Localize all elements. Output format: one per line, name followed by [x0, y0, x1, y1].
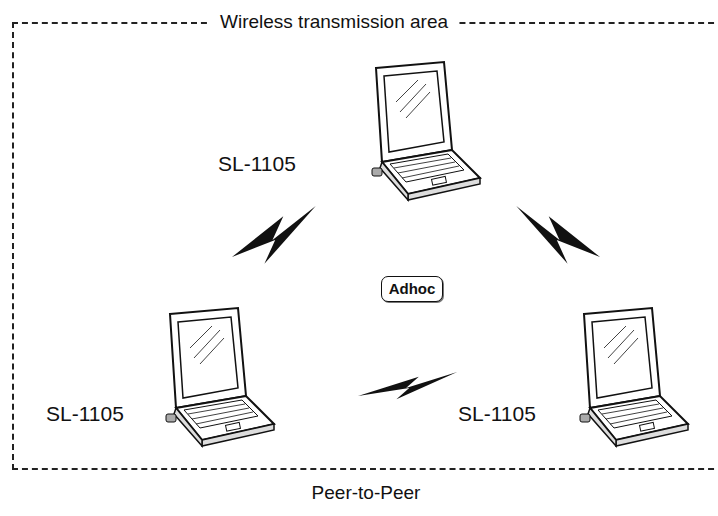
caption: Peer-to-Peer — [312, 482, 421, 504]
device-label: SL-1105 — [218, 152, 296, 176]
mode-box: Adhoc — [381, 276, 444, 302]
region-title: Wireless transmission area — [210, 11, 458, 33]
signal-bolt — [516, 206, 600, 264]
signal-bolt — [358, 372, 457, 399]
device-label: SL-1105 — [458, 402, 536, 426]
signal-bolt — [232, 206, 316, 264]
device-label: SL-1105 — [46, 402, 124, 426]
mode-label: Adhoc — [382, 277, 443, 301]
